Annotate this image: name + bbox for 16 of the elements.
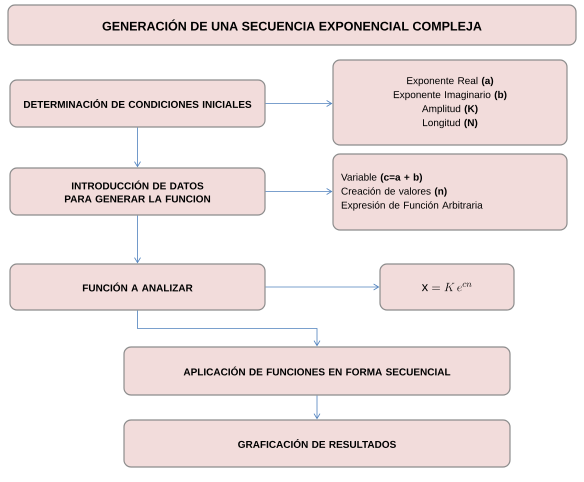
- arrow: [265, 100, 332, 107]
- process-box: FUNCIÓN A ANALIZAR: [9, 263, 266, 311]
- arrow: [137, 310, 320, 346]
- process-box: INTRODUCCIÓN DE DATOS PARA GENERAR LA FUNCION: [9, 167, 266, 216]
- arrow: [134, 127, 141, 168]
- process-box: DETERMINACIÓN DE CONDICIONES INICIALES: [9, 79, 266, 128]
- arrow: [134, 215, 141, 264]
- info-box: Variable (c=a + b) Creación de valores (n) Expresión de Función Arbitraria: [332, 153, 568, 231]
- arrow: [265, 284, 380, 290]
- arrow: [314, 395, 320, 420]
- arrow: [265, 188, 332, 195]
- title-box: GENERACIÓN DE UNA SECUENCIA EXPONENCIAL COMPLEJA: [7, 4, 577, 46]
- info-box: Exponente Real (a) Exponente Imaginario (b) Amplitud (K) Longitud (N): [332, 59, 568, 146]
- formula-box: $\mathrm{x} = K\,e^{cn}$: [379, 263, 515, 311]
- process-box: APLICACIÓN DE FUNCIONES EN FORMA SECUENCIAL: [123, 346, 511, 396]
- process-box: GRAFICACIÓN DE RESULTADOS: [123, 419, 511, 468]
